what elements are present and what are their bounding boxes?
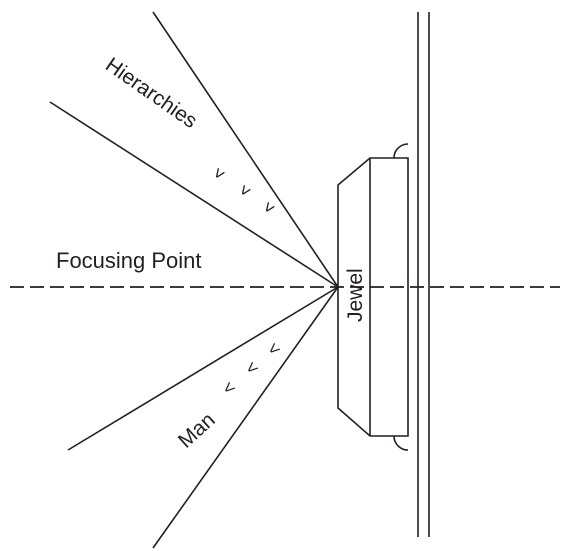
focusing-point-label: Focusing Point [56,248,202,273]
hierarchy-arrow-2: ˅ [235,180,255,202]
jewel-label: Jewel [344,268,367,322]
hierarchy-arrow-3: ˅ [259,197,279,219]
man-arrow-1: < [218,377,239,399]
lower-ray-1 [67,286,339,451]
jewel-mount-top [393,143,409,159]
upper-ray-2 [49,101,339,288]
hierarchies-label: Hierarchies [101,53,201,133]
upper-ray-1 [152,11,339,288]
man-label: Man [174,408,220,452]
lower-ray-2 [152,286,339,549]
jewel-body [337,157,409,437]
man-arrow-2: < [241,357,262,379]
man-arrow-3: < [263,338,284,360]
hierarchy-arrow-1: ˅ [209,163,229,185]
jewel-mount-bottom [393,435,409,451]
